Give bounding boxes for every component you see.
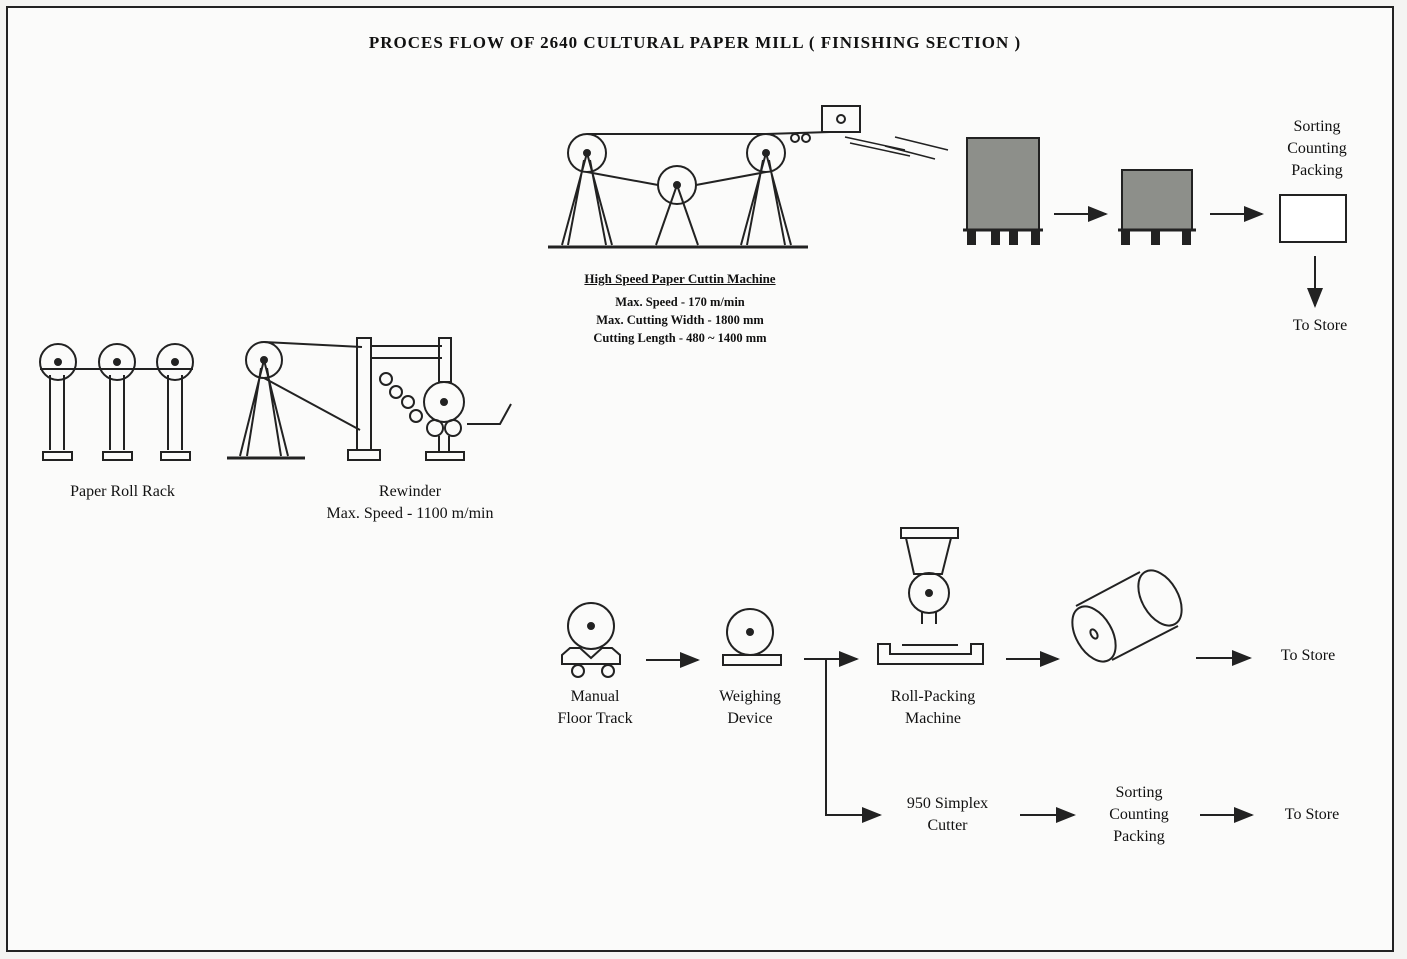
- to-store-top-label: To Store: [1292, 317, 1348, 334]
- roll-packing-line2: Machine: [905, 710, 961, 727]
- paper-stack-small-icon: [1118, 169, 1196, 245]
- sorting-top-line3: Packing: [1291, 162, 1343, 179]
- weighing-device-line1: Weighing: [719, 688, 781, 705]
- sorting-bottom-label: Sorting Counting Packing: [1085, 782, 1193, 848]
- sorting-top-line2: Counting: [1287, 140, 1347, 157]
- sorting-box-icon: [1279, 194, 1347, 243]
- simplex-cutter-label: 950 Simplex Cutter: [880, 793, 1015, 837]
- weighing-device-label: Weighing Device: [695, 686, 805, 730]
- weighing-device-icon: [722, 608, 782, 666]
- cutting-machine-caption: High Speed Paper Cuttin Machine Max. Spe…: [540, 271, 820, 347]
- weighing-device-line2: Device: [727, 710, 773, 727]
- paper-roll-rack-label: Paper Roll Rack: [70, 483, 175, 500]
- simplex-cutter-line2: Cutter: [927, 817, 968, 834]
- manual-floor-track-line1: Manual: [570, 688, 620, 705]
- sorting-bottom-line2: Counting: [1109, 806, 1169, 823]
- diagram-title: PROCES FLOW OF 2640 CULTURAL PAPER MILL …: [368, 33, 1022, 52]
- paper-roll-icon: [1071, 569, 1183, 663]
- manual-floor-track-label: Manual Floor Track: [530, 686, 660, 730]
- roll-packing-machine-icon: [877, 527, 984, 665]
- paper-stack-large-icon: [963, 137, 1043, 245]
- manual-floor-track-line2: Floor Track: [557, 710, 633, 727]
- sorting-bottom-line3: Packing: [1113, 828, 1165, 845]
- to-store-bottom-label: To Store: [1284, 806, 1340, 823]
- sorting-bottom-line1: Sorting: [1115, 784, 1163, 801]
- rewinder-label: Rewinder Max. Speed - 1100 m/min: [290, 481, 530, 525]
- to-store-mid-label: To Store: [1280, 647, 1336, 664]
- paper-roll-rack-icon: [39, 343, 194, 461]
- manual-floor-track-icon: [561, 602, 621, 678]
- cutting-machine-spec3: Cutting Length - 480 ~ 1400 mm: [593, 331, 767, 345]
- cutting-machine-name: High Speed Paper Cuttin Machine: [584, 271, 776, 286]
- sorting-top-line1: Sorting: [1293, 118, 1341, 135]
- diagram-frame: [6, 6, 1394, 952]
- roll-packing-label: Roll-Packing Machine: [868, 686, 998, 730]
- rewinder-name: Rewinder: [378, 483, 442, 500]
- rewinder-spec: Max. Speed - 1100 m/min: [326, 505, 494, 522]
- simplex-cutter-line1: 950 Simplex: [906, 795, 989, 812]
- cutting-machine-spec2: Max. Cutting Width - 1800 mm: [596, 313, 764, 327]
- cutting-machine-spec1: Max. Speed - 170 m/min: [615, 295, 745, 309]
- sorting-top-label: Sorting Counting Packing: [1262, 116, 1372, 182]
- roll-packing-line1: Roll-Packing: [890, 688, 976, 705]
- cutting-machine-icon: [548, 105, 949, 249]
- rewinder-icon: [227, 337, 512, 461]
